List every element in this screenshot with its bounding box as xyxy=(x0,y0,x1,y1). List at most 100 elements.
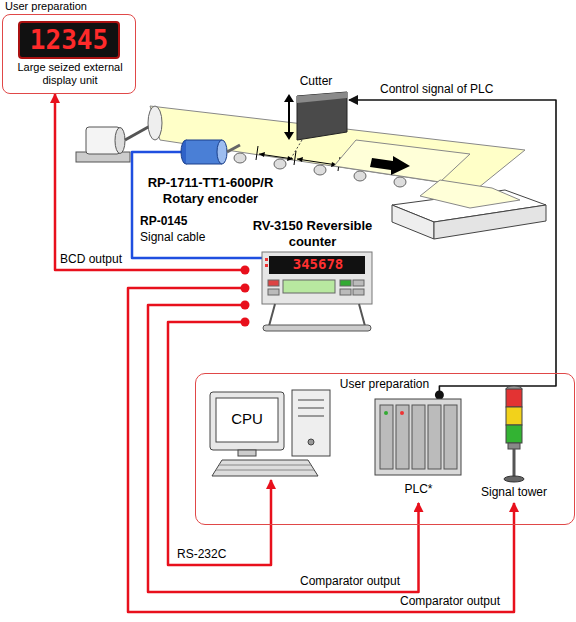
part-name: PLC* xyxy=(371,482,466,496)
conveyor-belt-part xyxy=(274,159,286,169)
reversible-counter-drawing-part xyxy=(359,304,365,326)
rotary-encoder-drawing-part xyxy=(217,140,227,164)
dimension-marks xyxy=(256,146,340,171)
conveyor-belt-part xyxy=(234,153,246,163)
cable-name: Signal cable xyxy=(140,230,205,244)
signal-tower-drawing-part xyxy=(506,425,522,443)
plc-drawing-part xyxy=(400,411,404,415)
user-preparation-region: User preparationCPUPLC*Signal tower xyxy=(195,373,575,525)
dimension-marks-part xyxy=(287,156,293,161)
external-display: 12345 xyxy=(18,21,120,59)
signal-tower-drawing-part xyxy=(513,449,516,477)
computer-drawing xyxy=(206,388,336,480)
part-name: RV-3150 Reversible counter xyxy=(252,218,373,249)
cutter-drawing-part xyxy=(284,94,294,102)
terminal-dot xyxy=(241,266,250,275)
dimension-marks-part xyxy=(294,151,296,165)
rotary-encoder-drawing-part xyxy=(186,164,222,165)
reversible-counter-drawing-part xyxy=(269,304,275,326)
signal-label: Control signal of PLC xyxy=(378,82,495,96)
cut-sheet xyxy=(334,140,470,182)
reversible-counter-drawing-part xyxy=(353,280,364,286)
computer-drawing-part xyxy=(298,408,324,409)
cutter-drawing-part xyxy=(288,100,290,134)
output-tray-part xyxy=(392,205,434,239)
computer-drawing-part xyxy=(298,400,324,401)
terminal-dot xyxy=(241,284,250,293)
plc-drawing-part xyxy=(428,405,441,469)
dimension-marks-part xyxy=(256,146,258,160)
output-tray-part xyxy=(420,180,520,208)
dimension-marks-part xyxy=(297,159,337,165)
computer-drawing-part xyxy=(292,390,330,456)
cutter-drawing-part xyxy=(297,92,347,103)
part-name: Signal tower xyxy=(476,485,552,499)
signal-label: Comparator output xyxy=(298,574,402,588)
rotary-encoder: RP-1711-TT1-600P/R Rotary encoder xyxy=(138,135,283,211)
reversible-counter-drawing-part xyxy=(265,264,268,267)
cut-sheet-part xyxy=(370,156,410,175)
computer-drawing-part xyxy=(238,450,256,456)
plc-drawing-part xyxy=(375,399,461,475)
device-label: Large seized external display unit xyxy=(7,61,133,87)
signal-label: BCD output xyxy=(58,252,124,266)
computer-drawing-part xyxy=(219,465,311,466)
computer-drawing-part xyxy=(216,470,314,471)
part-name: RP-1711-TT1-600P/R Rotary encoder xyxy=(138,175,283,206)
conveyor-belt-part xyxy=(354,171,366,181)
signal-tower: Signal tower xyxy=(476,385,552,503)
group-heading: User preparation xyxy=(5,0,135,13)
part-name: Cutter xyxy=(283,74,349,88)
connector-group xyxy=(349,100,556,400)
reversible-counter-drawing-part xyxy=(268,289,279,295)
reversible-counter-drawing-part xyxy=(283,280,335,293)
reversible-counter-drawing-part xyxy=(245,257,262,260)
output-tray xyxy=(392,180,546,239)
plc-drawing-part xyxy=(384,411,388,415)
output-tray-part xyxy=(434,205,546,239)
screen-label: CPU xyxy=(216,410,278,428)
signal-wire xyxy=(128,288,514,612)
plc-drawing-part xyxy=(396,405,409,469)
user-preparation-box: User preparationLarge seized external di… xyxy=(2,14,136,94)
computer-drawing-part xyxy=(298,416,324,417)
signal-label: RS-232C xyxy=(175,547,228,561)
reversible-counter-drawing-part xyxy=(353,289,364,295)
computer: CPU xyxy=(206,388,336,480)
computer-drawing-part xyxy=(216,398,278,442)
plc-drawing-part xyxy=(444,405,457,469)
reversible-counter-drawing-part xyxy=(263,325,371,331)
signal-tower-drawing-part xyxy=(508,443,520,449)
reversible-counter-drawing-part xyxy=(340,289,351,295)
cut-sheet-part xyxy=(334,140,470,182)
display-digits: 12345 xyxy=(20,25,118,55)
reversible-counter-drawing-part xyxy=(340,280,351,286)
reversible-counter-drawing-part xyxy=(269,256,365,274)
cutter-drawing-part xyxy=(297,92,347,140)
terminal-dot xyxy=(435,391,444,400)
conveyor-belt-part xyxy=(290,140,302,160)
motor-part xyxy=(115,128,125,154)
motor-part xyxy=(125,126,150,140)
rotary-encoder-drawing-part xyxy=(227,145,240,152)
conveyor-belt-part xyxy=(148,106,162,140)
signal-label: Comparator output xyxy=(398,594,502,608)
conveyor-belt-part xyxy=(394,177,406,187)
plc-drawing-part xyxy=(380,405,393,469)
reversible-counter-drawing-part xyxy=(268,280,279,286)
connector-group xyxy=(128,284,514,613)
dimension-marks-part xyxy=(259,152,265,157)
computer-drawing-part xyxy=(308,439,314,445)
cable-part-number: RP-0145 xyxy=(140,214,187,228)
conveyor-belt-part xyxy=(314,165,326,175)
terminal-dot xyxy=(241,318,250,327)
signal-wire xyxy=(349,100,556,395)
signal-tower-drawing-part xyxy=(506,389,522,407)
terminal-dot xyxy=(241,301,250,310)
plc: PLC* xyxy=(371,395,466,503)
cutter: Cutter xyxy=(283,74,349,142)
computer-drawing-part xyxy=(212,460,318,476)
plc-drawing-part xyxy=(412,405,425,469)
reversible-counter-drawing-part xyxy=(262,252,372,304)
reversible-counter: RV-3150 Reversible counter xyxy=(245,218,380,336)
